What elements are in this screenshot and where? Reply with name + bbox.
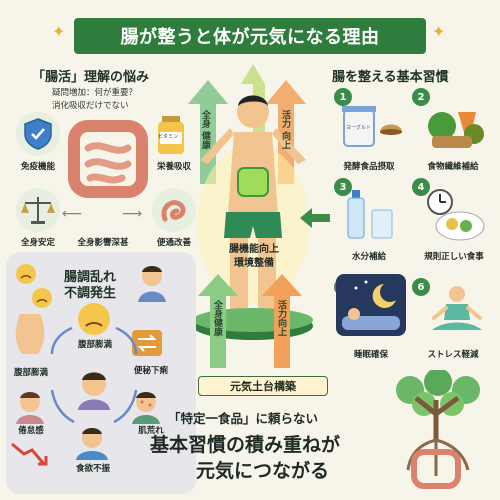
lower-arrows <box>198 274 302 368</box>
title-sparkle-right: ✦ <box>432 22 446 41</box>
symptom-label-4: 倦怠感 <box>18 426 44 436</box>
fatigue-person-icon <box>12 388 48 428</box>
symptom-label-3: 便秘下痢 <box>133 366 168 376</box>
habit-number-2: 2 <box>412 88 430 106</box>
habit-label-4: 規則正しい食事 <box>424 252 484 262</box>
sad-face-icons <box>14 262 58 316</box>
tired-person-icon <box>72 368 116 414</box>
bloated-face-icon <box>76 302 112 340</box>
bottom-line-3: 元気につながる <box>196 460 330 482</box>
bottom-line-2: 基本習慣の積み重ねが <box>150 434 341 456</box>
yogurt-tag: ヨーグルト <box>346 125 372 131</box>
lower-arrow-left-label: 全身健康 <box>212 300 222 336</box>
left-arrow-icon: ⟵ <box>62 206 83 222</box>
habit-label-6: ストレス軽減 <box>427 350 479 360</box>
habit-number-1: 1 <box>334 88 352 106</box>
habit-label-5: 睡眠確保 <box>353 350 388 360</box>
question-line-1: 疑問増加：何が重要？ <box>52 88 138 98</box>
symptom-label-5: 肌荒れ <box>138 426 164 436</box>
lower-arrow-right-label: 活力向上 <box>276 300 286 336</box>
clock-meal-icon <box>422 186 488 248</box>
worried-person-icon <box>132 262 172 306</box>
colon-icon <box>152 188 196 232</box>
label-bowel: 便通改善 <box>156 238 191 248</box>
left-top-heading: 「腸活」理解の悩み <box>32 70 150 85</box>
cycle-arrows <box>50 326 138 424</box>
habit-number-6: 6 <box>412 278 430 296</box>
pedestal-label: 元気土台構築 <box>198 376 328 396</box>
shield-icon <box>16 112 60 156</box>
swap-arrows-icon <box>132 330 162 360</box>
body-text-1: 腸機能向上 <box>229 244 279 255</box>
skin-person-icon <box>128 388 164 428</box>
label-nutrient: 栄養吸収 <box>156 162 191 172</box>
right-arrow-icon: ⟶ <box>122 206 143 222</box>
habit-label-2: 食物繊維補給 <box>427 162 479 172</box>
sleep-icon <box>336 274 406 340</box>
bottom-line-1: 「特定一食品」に頼らない <box>168 411 319 426</box>
down-trend-arrow-icon <box>10 440 50 474</box>
body-text-2: 環境整備 <box>234 258 274 269</box>
appetite-person-icon <box>72 426 112 464</box>
tree-gut-icon <box>380 368 494 498</box>
water-icon <box>344 186 404 246</box>
balance-scale-icon <box>16 188 60 232</box>
page-title: 腸が整うと体が元気になる理由 <box>74 18 426 54</box>
label-immune: 免疫機能 <box>20 162 55 172</box>
symptom-label-6: 食欲不振 <box>75 464 110 474</box>
right-top-heading: 腸を整える基本習慣 <box>332 70 449 85</box>
symptom-label-2: 腹部膨満 <box>13 368 48 378</box>
up-arrow-right-label: 活力 向上 <box>280 110 290 150</box>
habit-number-3: 3 <box>334 178 352 196</box>
yogurt-icon <box>340 96 404 156</box>
habit-label-1: 発酵食品摂取 <box>343 162 395 172</box>
meditation-icon <box>424 280 490 344</box>
habit-label-3: 水分補給 <box>351 252 386 262</box>
label-stability: 全身安定 <box>20 238 55 248</box>
supplement-tag: ビタミン <box>158 134 179 140</box>
vegetables-icon <box>422 96 488 158</box>
habit-number-4: 4 <box>412 178 430 196</box>
belly-icon <box>12 314 48 358</box>
habits-to-figure-arrow <box>300 208 330 232</box>
up-arrow-left-label: 全身 健康 <box>200 110 210 150</box>
symptom-label-1: 腹部膨満 <box>77 340 112 350</box>
supplement-bottle-icon <box>156 116 186 160</box>
label-whole-body: 全身影響深甚 <box>77 238 129 248</box>
intestine-icon <box>66 118 150 206</box>
symptom-heading-2: 不調発生 <box>64 286 117 301</box>
symptom-heading-1: 腸調乱れ <box>64 270 117 285</box>
question-line-2: 消化吸収だけでない <box>52 101 129 111</box>
title-sparkle-left: ✦ <box>52 22 66 41</box>
